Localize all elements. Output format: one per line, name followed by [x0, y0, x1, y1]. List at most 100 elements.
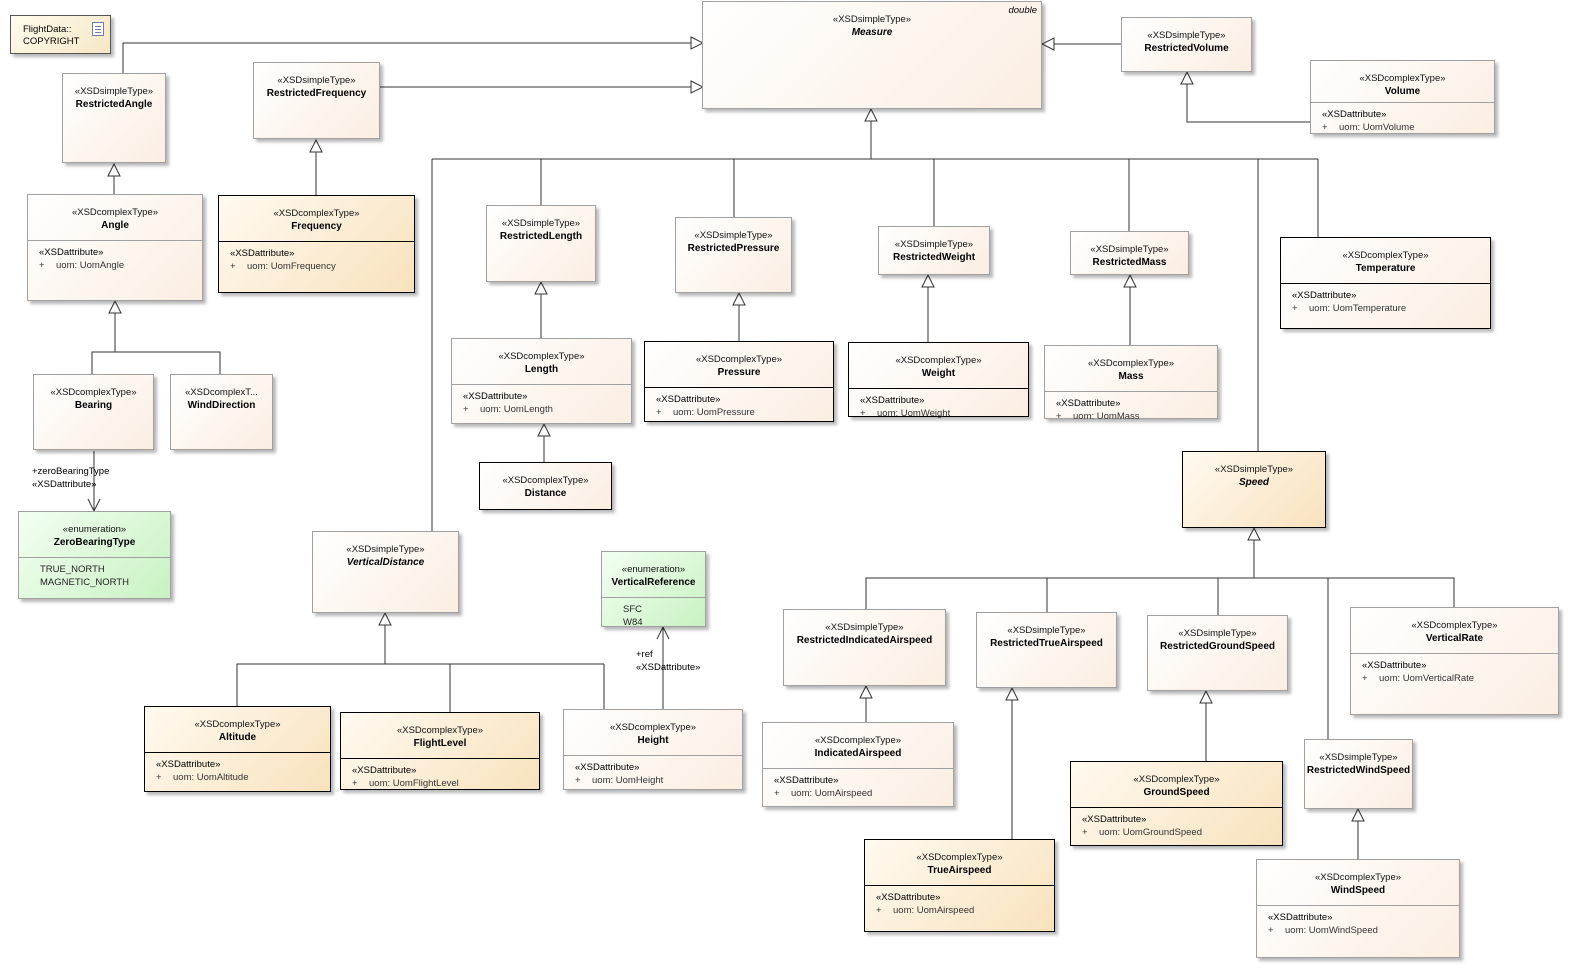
class-wind-direction[interactable]: «XSDcomplexT...WindDirection [170, 374, 273, 450]
class-header: «XSDcomplexType» TrueAirspeed [865, 840, 1054, 877]
class-header: «XSDcomplexType»Volume [1311, 61, 1494, 98]
class-weight[interactable]: «XSDcomplexType»Weight«XSDattribute»+uom… [848, 342, 1029, 420]
stereotype: «XSDcomplexType» [1133, 774, 1220, 785]
attribute-row[interactable]: +uom: UomAltitude [156, 771, 324, 784]
stereotype: «XSDcomplexType» [498, 351, 585, 362]
attribute-text: uom: UomGroundSpeed [1099, 827, 1202, 838]
attribute-section: «XSDattribute»+uom: UomLength [452, 384, 631, 418]
attribute-row[interactable]: +uom: UomVolume [1322, 121, 1488, 134]
stereotype: «XSDsimpleType» [501, 218, 581, 229]
class-mass[interactable]: «XSDcomplexType»Mass«XSDattribute»+uom: … [1044, 345, 1218, 422]
class-restricted-ground-speed[interactable]: «XSDsimpleType» RestrictedGroundSpeed [1147, 615, 1288, 691]
class-frequency[interactable]: «XSDcomplexType»Frequency«XSDattribute»+… [218, 195, 415, 293]
class-name: VerticalDistance [346, 557, 425, 568]
class-header: «XSDcomplexType»FlightLevel [341, 713, 539, 750]
class-bearing[interactable]: «XSDcomplexType»Bearing [33, 374, 154, 450]
copyright-note[interactable]: FlightData:: COPYRIGHT [10, 15, 111, 54]
class-speed[interactable]: «XSDsimpleType» Speed [1182, 451, 1326, 528]
class-header: «XSDcomplexType»Pressure [645, 342, 833, 379]
attribute-row[interactable]: +uom: UomAngle [39, 259, 196, 272]
class-measure[interactable]: double«XSDsimpleType»Measure [702, 1, 1042, 109]
enum-literal[interactable]: TRUE_NORTH [40, 564, 105, 575]
attribute-section: «XSDattribute»+uom: UomVerticalRate [1351, 653, 1558, 687]
class-header: «XSDcomplexType»Frequency [219, 196, 414, 233]
class-length[interactable]: «XSDcomplexType»Length «XSDattribute»+uom… [451, 338, 632, 424]
class-name: RestrictedGroundSpeed [1159, 641, 1276, 652]
attribute-section: «XSDattribute»+uom: UomWindSpeed [1257, 905, 1459, 939]
visibility-marker: + [463, 404, 469, 415]
stereotype: «XSDsimpleType» [1178, 628, 1257, 639]
attribute-row[interactable]: +uom: UomMass [1056, 410, 1211, 423]
stereotype: «XSDsimpleType» [832, 14, 912, 25]
class-restricted-true-airspeed[interactable]: «XSDsimpleType»RestrictedTrueAirspeed [976, 612, 1117, 688]
attribute-section: «XSDattribute»+uom: UomTemperature [1281, 283, 1490, 317]
visibility-marker: + [1362, 673, 1368, 684]
enum-literal[interactable]: W84 [623, 617, 643, 628]
attribute-row[interactable]: +uom: UomLength [463, 403, 625, 416]
enum-literal[interactable]: SFC [623, 604, 642, 615]
class-header: «XSDcomplexType»Length [452, 339, 631, 376]
class-name: ZeroBearingType [53, 537, 136, 548]
class-distance[interactable]: «XSDcomplexType»Distance [479, 462, 612, 510]
class-name: Bearing [74, 400, 113, 411]
attribute-row[interactable]: +uom: UomWeight [860, 407, 1022, 420]
class-restricted-mass[interactable]: «XSDsimpleType»RestrictedMass [1070, 231, 1189, 275]
attribute-text: uom: UomAirspeed [791, 788, 873, 799]
class-volume[interactable]: «XSDcomplexType»Volume «XSDattribute»+uom… [1310, 60, 1495, 134]
attribute-row[interactable]: +uom: UomFrequency [230, 260, 408, 273]
attribute-text: uom: UomFlightLevel [369, 778, 459, 789]
class-height[interactable]: «XSDcomplexType»Height«XSDattribute»+uom… [563, 709, 743, 790]
attribute-row[interactable]: +uom: UomAirspeed [774, 787, 947, 800]
stereotype: «XSDsimpleType» [1214, 464, 1294, 475]
class-true-airspeed[interactable]: «XSDcomplexType»TrueAirspeed«XSDattribut… [864, 839, 1055, 932]
class-angle[interactable]: «XSDcomplexType»Angle«XSDattribute»+uom:… [27, 194, 203, 301]
attribute-row[interactable]: +uom: UomGroundSpeed [1082, 826, 1276, 839]
attribute-row[interactable]: +uom: UomWindSpeed [1268, 924, 1453, 937]
class-flight-level[interactable]: «XSDcomplexType»FlightLevel«XSDattribute… [340, 712, 540, 790]
stereotype: «XSDcomplexType» [916, 852, 1003, 863]
stereotype: «XSDcomplexType» [502, 475, 589, 486]
class-restricted-angle[interactable]: «XSDsimpleType»RestrictedAngle [62, 73, 166, 163]
attribute-row[interactable]: +uom: UomAirspeed [876, 904, 1048, 917]
stereotype: «XSDcomplexType» [194, 719, 281, 730]
class-header: «XSDsimpleType»RestrictedMass [1071, 232, 1188, 269]
class-vertical-rate[interactable]: «XSDcomplexType»VerticalRate«XSDattribut… [1350, 607, 1559, 715]
attribute-row[interactable]: +uom: UomTemperature [1292, 302, 1484, 315]
literal-section: TRUE_NORTH MAGNETIC_NORTH [19, 557, 170, 591]
class-name: RestrictedFrequency [266, 88, 367, 99]
class-restricted-volume[interactable]: «XSDsimpleType»RestrictedVolume [1121, 17, 1252, 72]
class-altitude[interactable]: «XSDcomplexType»Altitude«XSDattribute»+u… [144, 706, 331, 792]
class-ground-speed[interactable]: «XSDcomplexType» GroundSpeed «XSDattribute… [1070, 761, 1283, 846]
class-temperature[interactable]: «XSDcomplexType»Temperature«XSDattribute… [1280, 237, 1491, 329]
attribute-row[interactable]: +uom: UomFlightLevel [352, 777, 533, 790]
attribute-row[interactable]: +uom: UomVerticalRate [1362, 672, 1552, 685]
attribute-stereotype: «XSDattribute» [156, 759, 221, 770]
enum-literal[interactable]: MAGNETIC_NORTH [40, 577, 130, 588]
attribute-row[interactable]: +uom: UomPressure [656, 406, 827, 419]
class-indicated-airspeed[interactable]: «XSDcomplexType»IndicatedAirspeed«XSDatt… [762, 722, 954, 807]
attribute-section: «XSDattribute»+uom: UomGroundSpeed [1071, 807, 1282, 841]
class-restricted-frequency[interactable]: «XSDsimpleType»RestrictedFrequency [253, 62, 380, 139]
class-restricted-indicated-airspeed[interactable]: «XSDsimpleType»RestrictedIndicatedAirspe… [783, 609, 946, 686]
literal-section: SFC W84 [602, 597, 705, 631]
class-restricted-pressure[interactable]: «XSDsimpleType»RestrictedPressure [675, 217, 792, 293]
class-name: GroundSpeed [1143, 787, 1210, 798]
class-restricted-weight[interactable]: «XSDsimpleType»RestrictedWeight [878, 226, 990, 275]
class-name: Speed [1238, 477, 1269, 488]
stereotype: «XSDcomplexT... [185, 387, 258, 398]
attribute-section: «XSDattribute»+uom: UomVolume [1311, 102, 1494, 136]
class-wind-speed[interactable]: «XSDcomplexType»WindSpeed«XSDattribute»+… [1256, 859, 1460, 958]
class-restricted-length[interactable]: «XSDsimpleType»RestrictedLength [486, 205, 596, 282]
class-header: «XSDsimpleType»RestrictedLength [487, 206, 595, 243]
class-header: «XSDcomplexType»Weight [849, 343, 1028, 380]
class-pressure[interactable]: «XSDcomplexType»Pressure«XSDattribute»+u… [644, 341, 834, 422]
class-restricted-wind-speed[interactable]: «XSDsimpleType»RestrictedWindSpeed [1304, 739, 1413, 809]
stereotype: «XSDcomplexType» [273, 208, 360, 219]
class-name: RestrictedPressure [687, 243, 780, 254]
class-name: TrueAirspeed [927, 865, 992, 876]
attribute-row[interactable]: +uom: UomHeight [575, 774, 736, 787]
class-vertical-distance[interactable]: «XSDsimpleType»VerticalDistance [312, 531, 459, 613]
stereotype: «XSDsimpleType» [74, 86, 154, 97]
